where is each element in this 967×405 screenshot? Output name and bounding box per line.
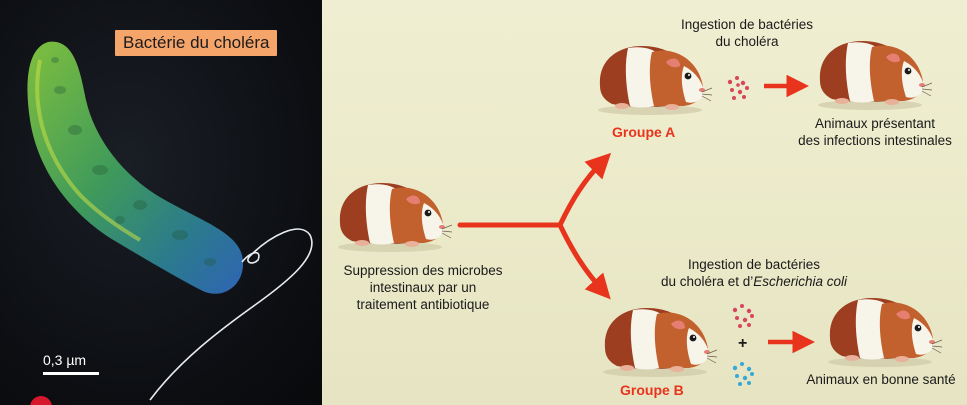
start-caption-line-2: intestinaux par un [338,279,508,296]
group-a-result-line-2: des infections intestinales [790,132,960,149]
group-b-ingestion: Ingestion de bactéries du choléra et d’E… [654,256,854,290]
group-a-ingestion-line-1: Ingestion de bactéries [672,16,822,33]
guinea-pig-start [338,183,452,252]
cholera-bacteria-b [733,304,754,328]
arrow-branch-up [560,160,604,225]
start-caption-line-1: Suppression des microbes [338,262,508,279]
ecoli-name: Escherichia coli [753,274,847,289]
group-b-ingestion-line-1: Ingestion de bactéries [654,256,854,273]
group-a-label: Groupe A [612,124,675,140]
ecoli-bacteria-b [733,362,754,386]
guinea-pig-group-b [603,308,717,377]
diagram-graphics [322,0,967,405]
group-b-result: Animaux en bonne santé [797,371,965,388]
group-a-ingestion-line-2: du choléra [672,33,822,50]
bacterium-illustration [0,0,322,405]
start-caption-line-3: traitement antibiotique [338,296,508,313]
arrow-branch-down [560,225,604,292]
group-b-label: Groupe B [620,382,684,398]
scale-bar [43,372,99,375]
guinea-pig-group-a [598,46,712,115]
experiment-diagram: Suppression des microbes intestinaux par… [322,0,967,405]
group-a-ingestion: Ingestion de bactéries du choléra [672,16,822,50]
cholera-bacteria-a [728,76,749,100]
group-a-result-line-1: Animaux présentant [790,115,960,132]
bacterium-photo: Bactérie du choléra 0,3 µm [0,0,322,405]
guinea-pig-group-a-result [818,41,932,110]
group-b-ingestion-prefix: du choléra et d’ [661,274,753,289]
group-a-result: Animaux présentant des infections intest… [790,115,960,149]
group-b-ingestion-line-2: du choléra et d’Escherichia coli [654,273,854,290]
photo-title: Bactérie du choléra [115,30,277,56]
guinea-pig-group-b-result [828,298,942,367]
scale-label: 0,3 µm [43,352,86,368]
plus-sign: + [738,335,747,353]
start-caption: Suppression des microbes intestinaux par… [338,262,508,313]
